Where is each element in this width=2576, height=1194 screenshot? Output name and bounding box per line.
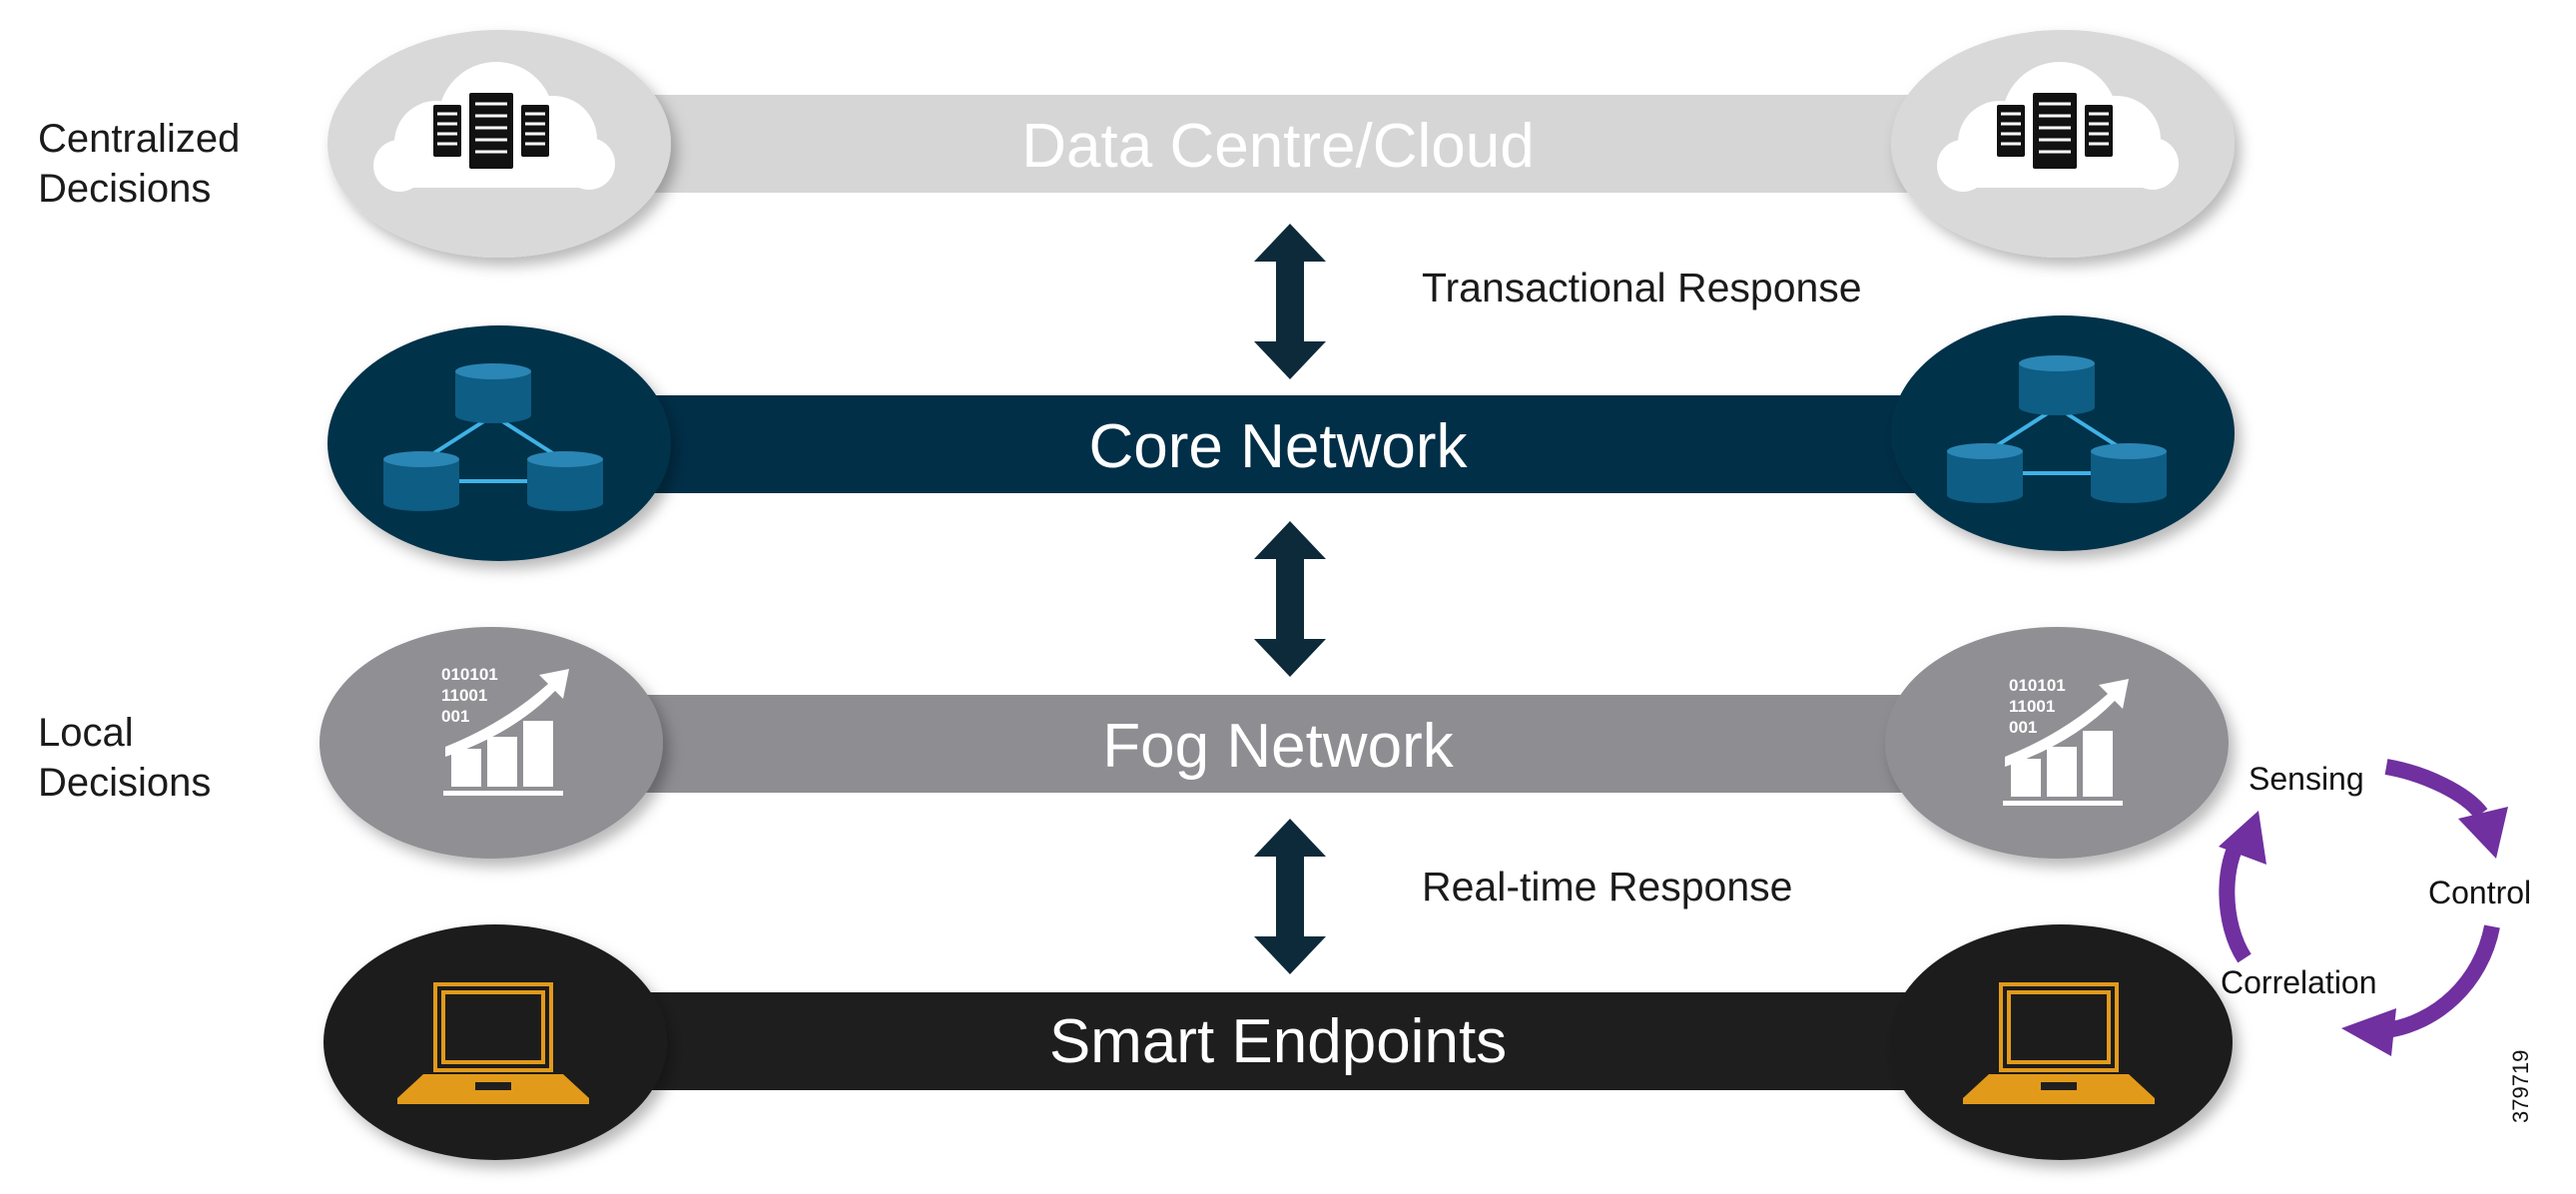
node-left-core: [327, 325, 671, 561]
layer-fog-network: 010101 11001 001 010101 11001 001: [320, 627, 2229, 859]
cycle-arrowhead-correlation: [2341, 1008, 2396, 1056]
band-core-network: [499, 395, 2097, 493]
label-local-line2: Decisions: [38, 761, 212, 805]
label-realtime-response: Real-time Response: [1422, 864, 1793, 909]
double-arrow-fog-endpoints: [1254, 819, 1326, 974]
binary-text-left-3: 001: [441, 707, 469, 726]
node-right-endpoint: [1889, 924, 2233, 1160]
label-centralized-decisions: Centralized Decisions: [38, 114, 240, 214]
title-smart-endpoints: Smart Endpoints: [1048, 1007, 1508, 1076]
double-arrow-cloud-core: [1254, 224, 1326, 379]
cycle-arrowhead-control: [2458, 807, 2508, 859]
label-centralized-line1: Centralized: [38, 117, 241, 161]
title-core-network: Core Network: [1088, 412, 1468, 481]
label-local-line1: Local: [38, 711, 134, 755]
binary-text-right-1: 010101: [2009, 676, 2066, 695]
label-control: Control: [2428, 875, 2532, 910]
label-centralized-line2: Decisions: [38, 167, 212, 211]
cycle-arrow-control-correlation: [2384, 924, 2500, 1038]
node-right-core: [1891, 315, 2235, 551]
layer-core-network: [327, 315, 2235, 561]
band-data-centre-cloud: [499, 95, 2097, 193]
double-arrow-core-fog: [1254, 521, 1326, 677]
binary-text-left-1: 010101: [441, 665, 498, 684]
figure-id: 379719: [2508, 1049, 2533, 1123]
label-local-decisions: Local Decisions: [38, 708, 211, 808]
binary-text-right-2: 11001: [2009, 697, 2055, 716]
band-fog-network: [499, 695, 2097, 793]
band-smart-endpoints: [499, 992, 2097, 1090]
binary-text-right-3: 001: [2009, 718, 2037, 737]
label-transactional-response: Transactional Response: [1422, 265, 1862, 310]
binary-text-left-2: 11001: [441, 686, 487, 705]
title-data-centre-cloud: Data Centre/Cloud: [1021, 112, 1535, 181]
layer-data-centre-cloud: [327, 30, 2235, 258]
layer-smart-endpoints: [323, 924, 2233, 1160]
cycle-arrow-sensing-control: [2384, 759, 2488, 820]
cycle-arrowhead-sensing: [2219, 811, 2266, 865]
node-left-endpoint: [323, 924, 667, 1160]
label-sensing: Sensing: [2249, 761, 2364, 797]
title-fog-network: Fog Network: [1102, 712, 1454, 781]
label-correlation: Correlation: [2221, 964, 2377, 1000]
